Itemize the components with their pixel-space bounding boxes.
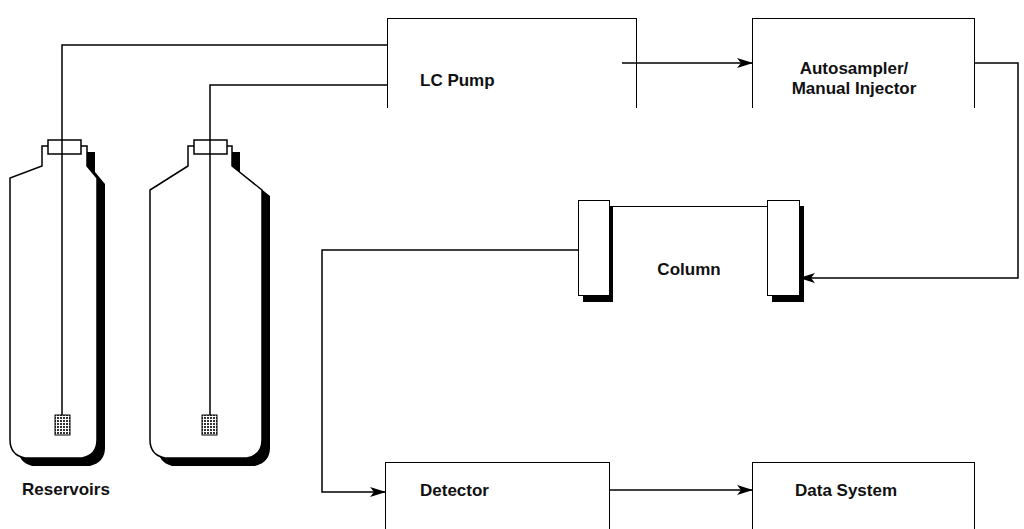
reservoir-bottle bbox=[150, 146, 262, 458]
process-box: Detector bbox=[385, 462, 610, 529]
inlet-filter bbox=[202, 415, 217, 435]
flow-arrow bbox=[322, 250, 578, 492]
solvent-line bbox=[62, 45, 388, 415]
column-fitting bbox=[767, 200, 800, 296]
node-label: Autosampler/ Manual Injector bbox=[767, 59, 941, 100]
column-body: Column bbox=[578, 200, 800, 298]
flow-arrow bbox=[610, 489, 752, 491]
process-box: LC Pump bbox=[387, 18, 637, 108]
node-label: Data System bbox=[793, 481, 899, 501]
process-box: Data System bbox=[752, 462, 975, 529]
part-label: Reservoirs bbox=[20, 480, 112, 500]
node-label: LC Pump bbox=[418, 71, 497, 91]
column-tube bbox=[610, 206, 767, 207]
flow-arrow bbox=[622, 62, 752, 64]
column-fitting bbox=[578, 200, 610, 296]
reservoir-bottle bbox=[10, 146, 97, 458]
process-box: Autosampler/ Manual Injector bbox=[752, 18, 975, 108]
node-label: Detector bbox=[418, 481, 491, 501]
inlet-filter bbox=[55, 415, 70, 435]
bottle-cap bbox=[48, 140, 81, 154]
node-label: Column bbox=[655, 260, 722, 280]
